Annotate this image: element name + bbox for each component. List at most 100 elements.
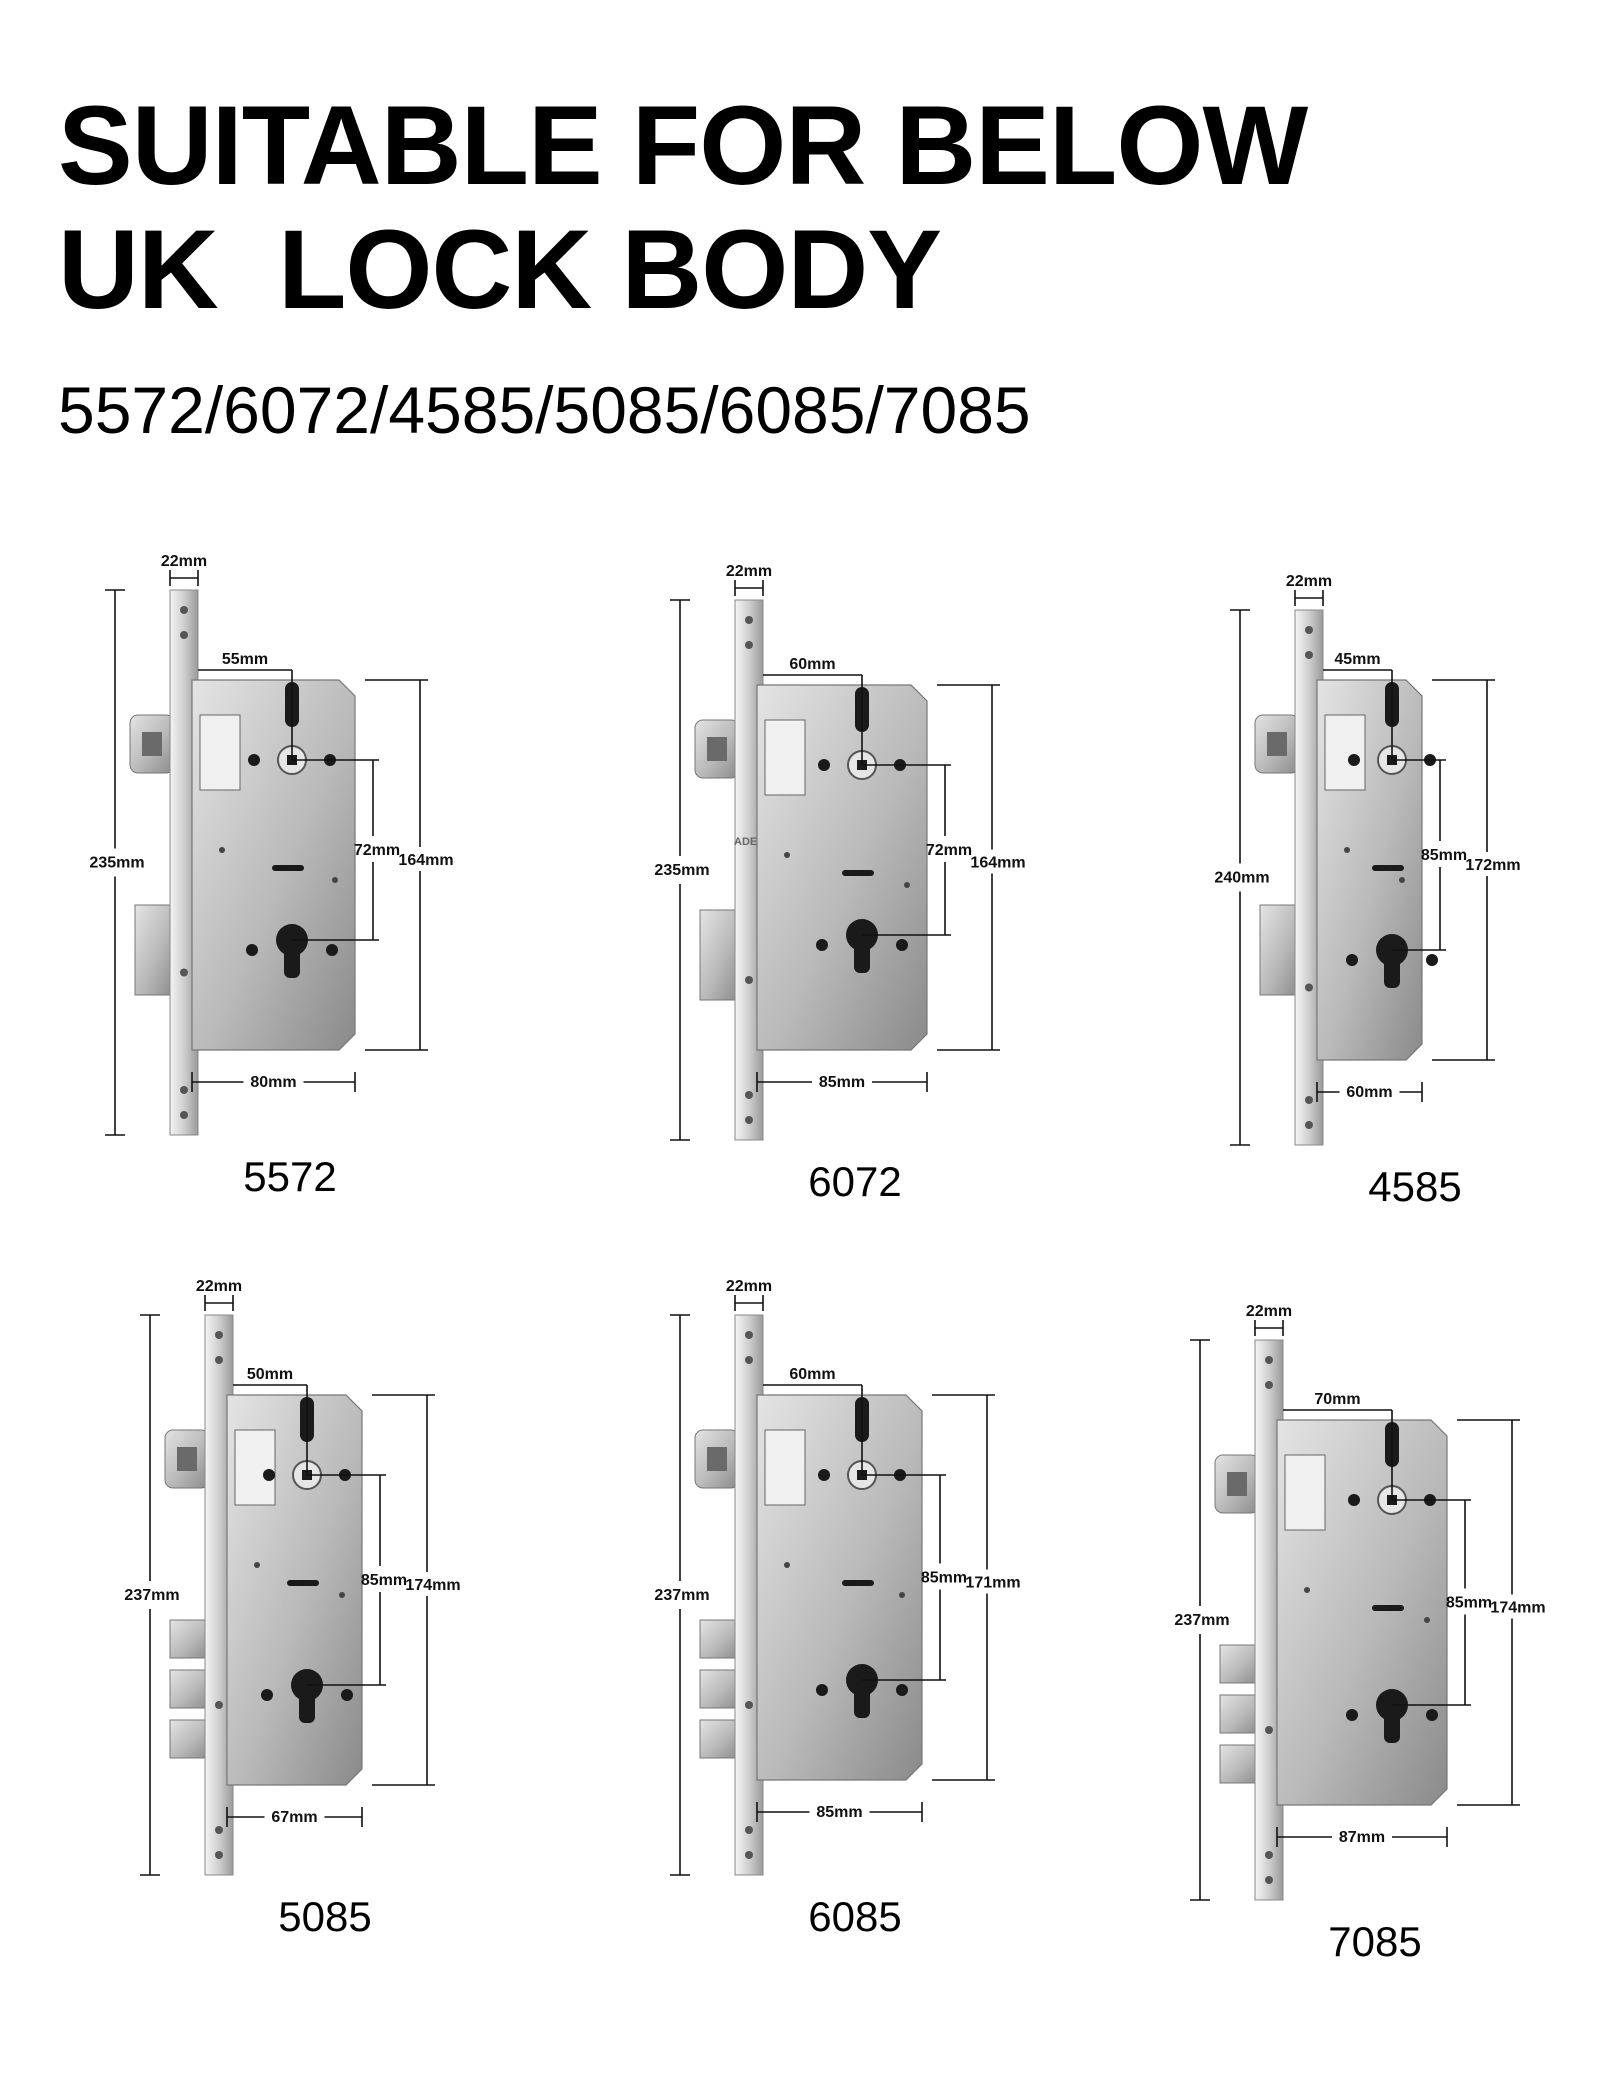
screw-hole: [745, 1091, 753, 1099]
body-width-label: 80mm: [250, 1074, 296, 1091]
body-width-label: 85mm: [819, 1074, 865, 1091]
fixing-hole: [896, 1684, 908, 1696]
screw-hole: [745, 1826, 753, 1834]
rivet: [332, 877, 338, 883]
rivet: [784, 1562, 790, 1568]
guide-slot: [1372, 1605, 1404, 1611]
screw-hole: [1305, 651, 1313, 659]
cylinder-cam-slot: [1384, 950, 1400, 988]
latch-bolt: [129, 714, 175, 774]
deadbolt: [699, 909, 741, 1001]
body-height-label: 164mm: [398, 852, 453, 869]
latch-window: [764, 719, 806, 796]
body-height-label: 164mm: [970, 855, 1025, 872]
rivet: [784, 852, 790, 858]
screw-hole: [1305, 1096, 1313, 1104]
cylinder-cam-slot: [1384, 1705, 1400, 1743]
screw-hole: [180, 968, 188, 977]
fixing-hole: [896, 939, 908, 951]
screw-hole: [215, 1701, 223, 1709]
fixing-hole: [326, 944, 338, 956]
fixing-hole: [816, 1684, 828, 1696]
faceplate-length-label: 237mm: [124, 1587, 179, 1604]
guide-slot: [842, 1580, 874, 1586]
deadbolt: [1219, 1694, 1261, 1734]
rivet: [1399, 877, 1405, 883]
deadbolt: [699, 1669, 741, 1709]
screw-hole: [1305, 1121, 1313, 1129]
deadbolt: [699, 1619, 741, 1659]
screw-hole: [1265, 1381, 1273, 1389]
centre-distance-label: 85mm: [1421, 847, 1467, 864]
faceplate-length-label: 237mm: [654, 1587, 709, 1604]
deadbolt: [169, 1669, 211, 1709]
rivet: [1304, 1587, 1310, 1593]
cylinder-cam-slot: [854, 1680, 870, 1718]
faceplate-length-label: 235mm: [89, 855, 144, 872]
latch-window: [199, 714, 241, 791]
body-width-label: 87mm: [1339, 1829, 1385, 1846]
fixing-hole: [263, 1469, 275, 1481]
faceplate-length-label: 237mm: [1174, 1612, 1229, 1629]
faceplate-width-label: 22mm: [1246, 1303, 1292, 1320]
screw-hole: [1265, 1876, 1273, 1884]
screw-hole: [215, 1826, 223, 1834]
screw-hole: [180, 631, 188, 639]
latch-bolt-slot: [1227, 1472, 1247, 1496]
rivet: [1344, 847, 1350, 853]
body-height-label: 174mm: [405, 1577, 460, 1594]
fixing-hole: [261, 1689, 273, 1701]
model-label: 7085: [1328, 1918, 1422, 1965]
screw-hole: [745, 1356, 753, 1364]
models-list: 5572/6072/4585/5085/6085/7085: [58, 373, 1031, 447]
backset-label: 50mm: [247, 1366, 293, 1383]
model-label: 5572: [243, 1153, 337, 1200]
screw-hole: [745, 616, 753, 624]
deadbolt: [1219, 1744, 1261, 1784]
cylinder-cam-slot: [284, 940, 300, 978]
latch-bolt: [694, 719, 740, 779]
title-line-2: UK LOCK BODY: [58, 207, 942, 332]
backset-label: 55mm: [222, 651, 268, 668]
cylinder-cam-slot: [299, 1685, 315, 1723]
rivet: [899, 1592, 905, 1598]
deadbolt: [169, 1719, 211, 1759]
faceplate-length-label: 240mm: [1214, 870, 1269, 887]
fixing-hole: [1346, 1709, 1358, 1721]
title-line-1: SUITABLE FOR BELOW: [58, 83, 1308, 208]
body-height-label: 171mm: [965, 1575, 1020, 1592]
deadbolt: [699, 1719, 741, 1759]
model-label: 4585: [1368, 1163, 1462, 1210]
deadbolt: [1219, 1644, 1261, 1684]
faceplate-width-label: 22mm: [196, 1278, 242, 1295]
latch-bolt: [1214, 1454, 1260, 1514]
fixing-hole: [1348, 754, 1360, 766]
latch-window: [764, 1429, 806, 1506]
screw-hole: [215, 1851, 223, 1859]
model-label: 6072: [808, 1158, 902, 1205]
backset-label: 45mm: [1334, 651, 1380, 668]
screw-hole: [745, 1851, 753, 1859]
centre-distance-label: 72mm: [354, 842, 400, 859]
centre-distance-label: 85mm: [921, 1570, 967, 1587]
body-width-label: 67mm: [271, 1809, 317, 1826]
fixing-hole: [818, 759, 830, 771]
faceplate-width-label: 22mm: [726, 1278, 772, 1295]
screw-hole: [1305, 983, 1313, 992]
cylinder-cam-slot: [854, 935, 870, 973]
screw-hole: [215, 1331, 223, 1339]
faceplate-width-label: 22mm: [1286, 573, 1332, 590]
page-title: SUITABLE FOR BELOW UK LOCK BODY: [58, 83, 1308, 332]
fixing-hole: [1426, 954, 1438, 966]
rivet: [254, 1562, 260, 1568]
deadbolt: [1259, 904, 1301, 996]
latch-bolt: [1254, 714, 1300, 774]
model-label: 6085: [808, 1893, 902, 1940]
